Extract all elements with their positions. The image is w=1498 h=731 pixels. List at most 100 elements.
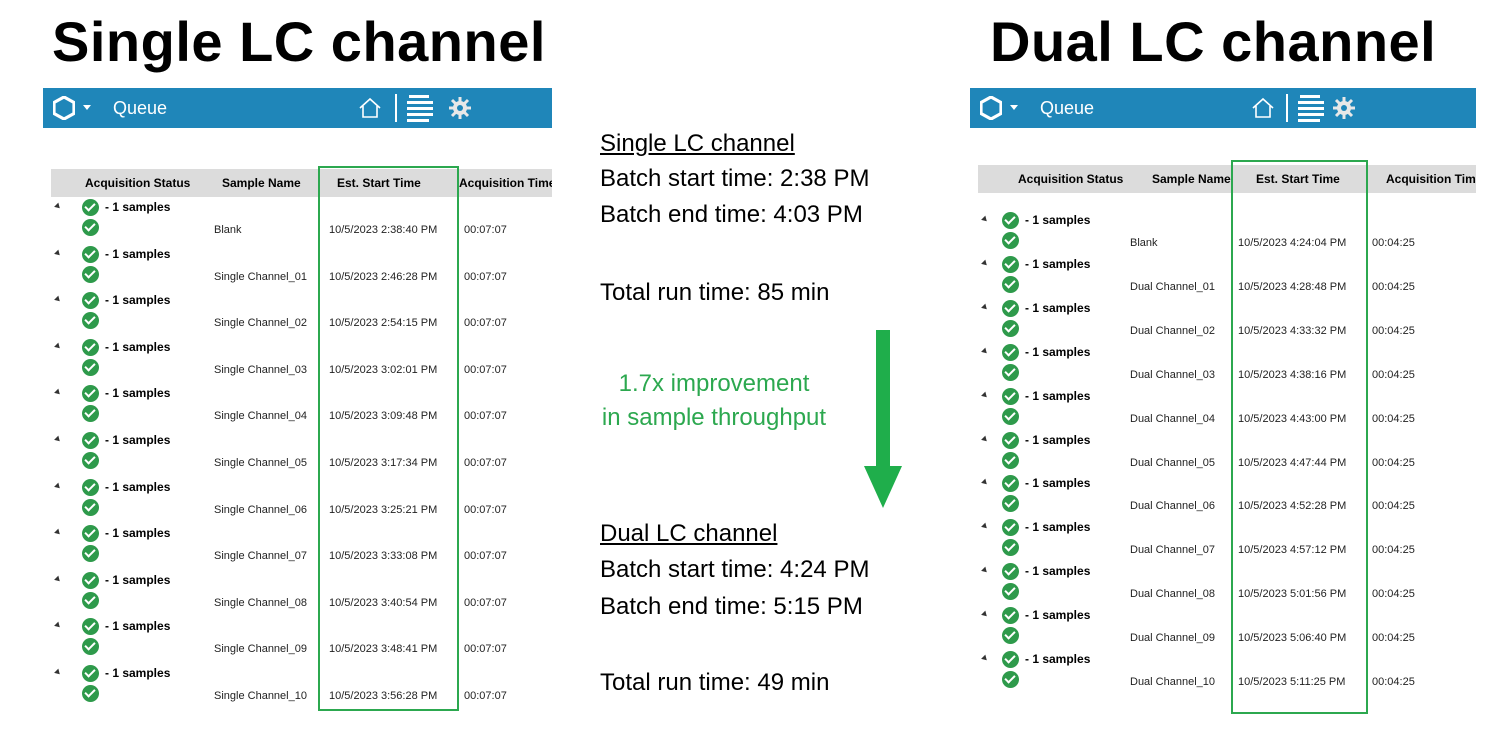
expand-toggle-icon[interactable] — [54, 528, 62, 537]
est-start-time-cell[interactable]: 10/5/2023 4:47:44 PM — [1238, 456, 1347, 469]
chevron-down-icon[interactable] — [1010, 105, 1018, 110]
sample-name-cell[interactable]: Single Channel_09 — [214, 643, 307, 656]
sample-name-cell[interactable]: Dual Channel_03 — [1130, 368, 1216, 381]
est-start-time-cell[interactable]: 10/5/2023 3:25:21 PM — [329, 503, 438, 516]
acquisition-time-cell[interactable]: 00:04:25 — [1372, 412, 1415, 425]
expand-toggle-icon[interactable] — [54, 668, 62, 677]
acquisition-time-cell[interactable]: 00:04:25 — [1372, 368, 1415, 381]
sample-name-cell[interactable]: Single Channel_08 — [214, 596, 307, 609]
est-start-time-cell[interactable]: 10/5/2023 4:52:28 PM — [1238, 500, 1347, 513]
col-acquisition-status[interactable]: Acquisition Status — [1018, 172, 1124, 186]
est-start-time-cell[interactable]: 10/5/2023 5:06:40 PM — [1238, 632, 1347, 645]
sample-name-cell[interactable]: Single Channel_03 — [214, 363, 307, 376]
gear-icon[interactable] — [448, 96, 472, 120]
est-start-time-cell[interactable]: 10/5/2023 4:24:04 PM — [1238, 237, 1347, 249]
est-start-time-cell[interactable]: 10/5/2023 2:54:15 PM — [329, 317, 438, 330]
sample-name-cell[interactable]: Single Channel_06 — [214, 503, 307, 516]
expand-toggle-icon[interactable] — [981, 566, 989, 575]
est-start-time-cell[interactable]: 10/5/2023 3:56:28 PM — [329, 690, 438, 702]
est-start-time-cell[interactable]: 10/5/2023 4:43:00 PM — [1238, 412, 1347, 425]
app-logo-icon[interactable] — [980, 96, 1002, 120]
est-start-time-cell[interactable]: 10/5/2023 2:46:28 PM — [329, 270, 438, 283]
sample-name-cell[interactable]: Blank — [214, 224, 242, 236]
acquisition-time-cell[interactable]: 00:07:07 — [464, 457, 507, 469]
est-start-time-cell[interactable]: 10/5/2023 3:09:48 PM — [329, 410, 438, 423]
col-sample-name[interactable]: Sample Name — [1152, 172, 1231, 186]
expand-toggle-icon[interactable] — [54, 435, 62, 444]
expand-toggle-icon[interactable] — [981, 610, 989, 619]
acquisition-time-cell[interactable]: 00:07:07 — [464, 643, 507, 656]
expand-toggle-icon[interactable] — [981, 654, 989, 663]
expand-toggle-icon[interactable] — [54, 389, 62, 397]
sample-name-cell[interactable]: Single Channel_10 — [214, 690, 307, 702]
est-start-time-cell[interactable]: 10/5/2023 4:33:32 PM — [1238, 324, 1347, 337]
est-start-time-cell[interactable]: 10/5/2023 5:11:25 PM — [1238, 676, 1346, 688]
acquisition-time-cell[interactable]: 00:04:25 — [1372, 456, 1415, 469]
expand-toggle-icon[interactable] — [981, 303, 989, 312]
est-start-time-cell[interactable]: 10/5/2023 3:17:34 PM — [329, 457, 438, 469]
acquisition-time-cell[interactable]: 00:07:07 — [464, 224, 507, 236]
expand-toggle-icon[interactable] — [981, 479, 989, 487]
sample-name-cell[interactable]: Single Channel_05 — [214, 457, 307, 469]
home-icon[interactable] — [1251, 97, 1275, 119]
sample-name-cell[interactable]: Dual Channel_07 — [1130, 544, 1216, 557]
est-start-time-cell[interactable]: 10/5/2023 4:28:48 PM — [1238, 280, 1347, 293]
est-start-time-cell[interactable]: 10/5/2023 3:02:01 PM — [329, 363, 438, 376]
acquisition-time-cell[interactable]: 00:07:07 — [464, 317, 507, 330]
app-logo-icon[interactable] — [53, 96, 75, 120]
gear-icon[interactable] — [1332, 96, 1356, 120]
est-start-time-cell[interactable]: 10/5/2023 4:38:16 PM — [1238, 368, 1347, 381]
expand-toggle-icon[interactable] — [981, 347, 989, 356]
expand-toggle-icon[interactable] — [54, 575, 62, 584]
expand-toggle-icon[interactable] — [981, 522, 989, 531]
est-start-time-cell[interactable]: 10/5/2023 3:48:41 PM — [329, 643, 438, 656]
est-start-time-cell[interactable]: 10/5/2023 5:01:56 PM — [1238, 588, 1347, 601]
acquisition-time-cell[interactable]: 00:04:25 — [1372, 324, 1415, 337]
acquisition-time-cell[interactable]: 00:07:07 — [464, 363, 507, 376]
est-start-time-cell[interactable]: 10/5/2023 2:38:40 PM — [329, 224, 438, 236]
queue-list-icon[interactable] — [1296, 93, 1326, 123]
acquisition-time-cell[interactable]: 00:04:25 — [1372, 544, 1415, 557]
expand-toggle-icon[interactable] — [54, 482, 62, 490]
expand-toggle-icon[interactable] — [981, 259, 989, 268]
sample-name-cell[interactable]: Dual Channel_05 — [1130, 456, 1216, 469]
acquisition-time-cell[interactable]: 00:07:07 — [464, 503, 507, 516]
expand-toggle-icon[interactable] — [981, 215, 989, 224]
acquisition-time-cell[interactable]: 00:07:07 — [464, 596, 507, 609]
expand-toggle-icon[interactable] — [981, 435, 989, 443]
acquisition-time-cell[interactable]: 00:04:25 — [1372, 237, 1415, 249]
expand-toggle-icon[interactable] — [54, 202, 62, 211]
est-start-time-cell[interactable]: 10/5/2023 3:40:54 PM — [329, 596, 438, 609]
sample-name-cell[interactable]: Dual Channel_01 — [1130, 280, 1216, 293]
col-acquisition-status[interactable]: Acquisition Status — [85, 176, 191, 190]
chevron-down-icon[interactable] — [83, 105, 91, 110]
acquisition-time-cell[interactable]: 00:07:07 — [464, 270, 507, 283]
acquisition-time-cell[interactable]: 00:04:25 — [1372, 588, 1415, 601]
sample-name-cell[interactable]: Blank — [1130, 237, 1158, 249]
acquisition-time-cell[interactable]: 00:07:07 — [464, 410, 507, 423]
est-start-time-cell[interactable]: 10/5/2023 4:57:12 PM — [1238, 544, 1347, 557]
home-icon[interactable] — [358, 97, 382, 119]
col-sample-name[interactable]: Sample Name — [222, 176, 301, 190]
sample-name-cell[interactable]: Dual Channel_09 — [1130, 632, 1216, 645]
col-acquisition-time[interactable]: Acquisition Time — [1386, 172, 1476, 186]
col-est-start-time[interactable]: Est. Start Time — [337, 176, 421, 190]
acquisition-time-cell[interactable]: 00:04:25 — [1372, 632, 1415, 645]
sample-name-cell[interactable]: Dual Channel_04 — [1130, 412, 1216, 425]
sample-name-cell[interactable]: Single Channel_07 — [214, 550, 307, 563]
col-est-start-time[interactable]: Est. Start Time — [1256, 172, 1340, 186]
est-start-time-cell[interactable]: 10/5/2023 3:33:08 PM — [329, 550, 438, 563]
sample-name-cell[interactable]: Single Channel_01 — [214, 270, 307, 283]
sample-name-cell[interactable]: Single Channel_02 — [214, 317, 307, 330]
acquisition-time-cell[interactable]: 00:07:07 — [464, 550, 507, 563]
acquisition-time-cell[interactable]: 00:04:25 — [1372, 280, 1415, 293]
expand-toggle-icon[interactable] — [54, 295, 62, 304]
sample-name-cell[interactable]: Single Channel_04 — [214, 410, 307, 423]
expand-toggle-icon[interactable] — [54, 622, 62, 630]
acquisition-time-cell[interactable]: 00:07:07 — [464, 690, 507, 702]
acquisition-time-cell[interactable]: 00:04:25 — [1372, 676, 1415, 688]
sample-name-cell[interactable]: Dual Channel_06 — [1130, 500, 1216, 513]
expand-toggle-icon[interactable] — [54, 342, 62, 351]
col-acquisition-time[interactable]: Acquisition Time — [459, 176, 552, 190]
sample-name-cell[interactable]: Dual Channel_10 — [1130, 676, 1216, 688]
